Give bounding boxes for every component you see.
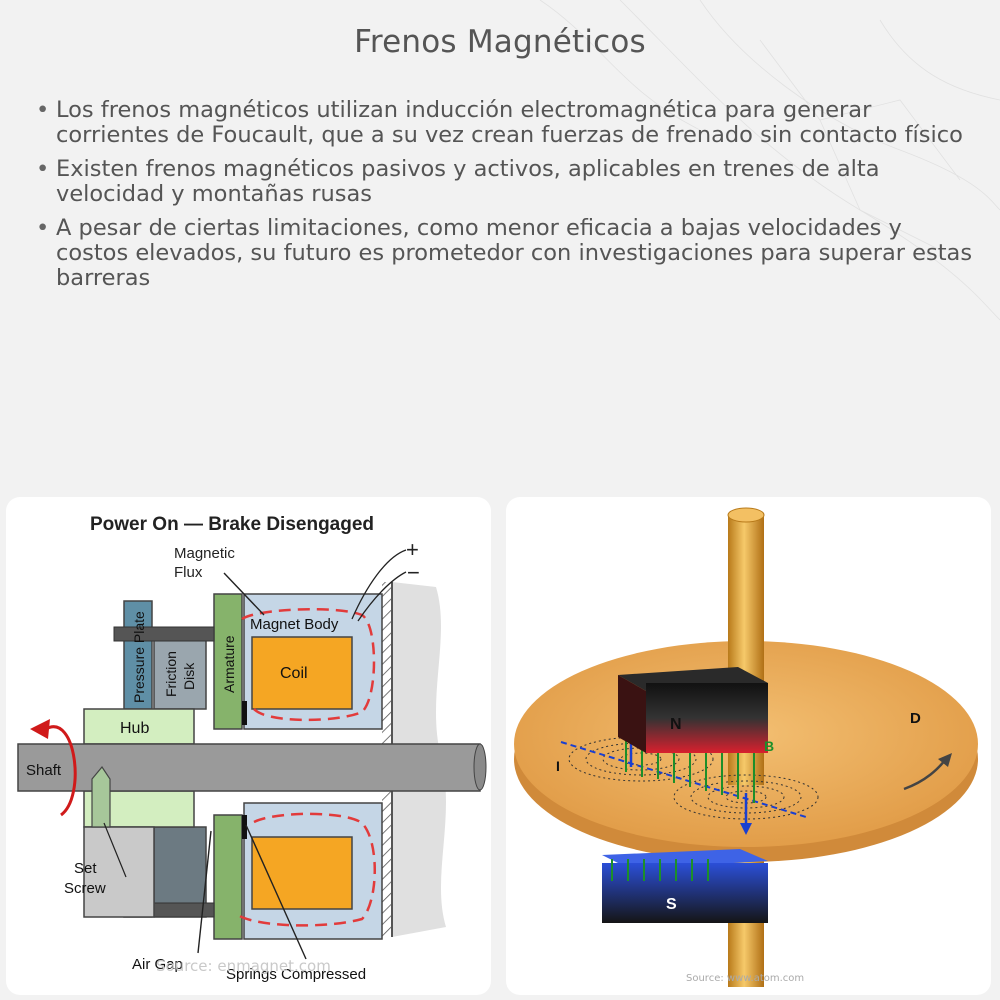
magnetic-flux-label-2: Flux [174, 564, 203, 581]
current-line [560, 741, 807, 818]
bullet-item: Los frenos magnéticos utilizan inducción… [36, 98, 976, 148]
eddy-current-diagram-panel: N S D B I Source: www.atom.com [506, 497, 991, 995]
friction-disk-label-2: Disk [181, 662, 197, 690]
shaft-end [473, 743, 487, 791]
coil-label: Coil [280, 665, 308, 682]
hub-top [83, 708, 195, 745]
armature-top [213, 593, 243, 730]
bullet-list: Los frenos magnéticos utilizan inducción… [36, 98, 976, 300]
blue-arrow-down-head [740, 823, 752, 835]
armature-leader [103, 822, 127, 878]
south-magnet [602, 863, 768, 923]
spring-bottom [242, 815, 247, 839]
pressure-plate-top [123, 600, 153, 710]
friction-disk-label: Friction [163, 651, 179, 697]
springs-label: Springs Compressed [226, 966, 366, 983]
pressure-plate-bolt-top [113, 626, 215, 642]
north-magnet [618, 675, 646, 753]
hub-lower-block [83, 826, 155, 918]
magnetic-flux-bottom [237, 812, 376, 927]
armature-label: Armature [221, 635, 237, 693]
shaft-label: Shaft [26, 762, 62, 779]
spring-top [242, 701, 247, 725]
shaft [17, 743, 481, 792]
page-title: Frenos Magnéticos [354, 24, 646, 60]
field-label: B [764, 738, 774, 754]
air-gap-label: Air Gap [132, 956, 183, 973]
set-screw [91, 765, 111, 828]
minus-terminal-label: − [407, 560, 420, 585]
set-screw-label: Set [74, 860, 97, 877]
current-label: I [556, 758, 560, 774]
north-pole-label: N [670, 716, 682, 733]
friction-disk-bottom [153, 826, 207, 918]
rotation-arrow-head [938, 753, 952, 767]
springs-leader [245, 824, 307, 960]
wire-plus [351, 549, 407, 620]
air-gap-leader [197, 830, 212, 954]
magnetic-flux-label: Magnetic [174, 545, 235, 562]
left-source-watermark: Source: enmagnet.com [156, 957, 331, 975]
direction-label: D [910, 710, 921, 727]
north-magnet-front [646, 683, 768, 753]
armature-bottom [213, 814, 243, 940]
south-field-arrows [611, 859, 709, 881]
right-source-watermark: Source: www.atom.com [686, 973, 805, 984]
diagram-heading: Power On — Brake Disengaged [90, 514, 374, 535]
coil-bottom [251, 836, 353, 910]
rotation-arrow-head [30, 719, 50, 739]
pressure-plate-label: Pressure Plate [131, 611, 147, 703]
bullet-item: A pesar de ciertas limitaciones, como me… [36, 216, 976, 291]
brake-diagram: Power On — Brake Disengaged [17, 514, 487, 983]
flux-leader [223, 572, 265, 616]
south-pole-label: S [666, 896, 677, 913]
magnet-body-label: Magnet Body [250, 616, 339, 633]
bullet-item: Existen frenos magnéticos pasivos y acti… [36, 157, 976, 207]
rotation-arrow [45, 725, 77, 817]
eddy-current-diagram: N S D B I [514, 507, 978, 987]
hub-label: Hub [120, 720, 149, 737]
friction-disk-top [153, 636, 207, 710]
shaft-rod-top [727, 507, 765, 523]
wire-minus [357, 571, 407, 622]
brake-diagram-panel: Power On — Brake Disengaged [6, 497, 491, 995]
coil-top [251, 636, 353, 710]
set-screw-label-2: Screw [64, 880, 106, 897]
plus-terminal-label: + [406, 537, 419, 562]
